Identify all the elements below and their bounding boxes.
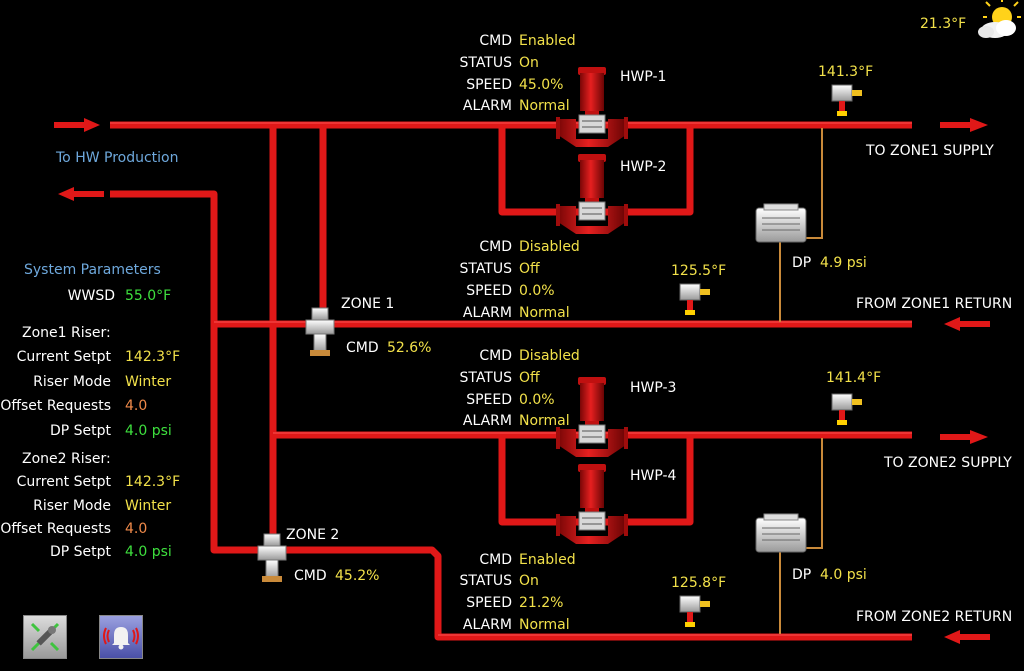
- zone2-dp-value: 4.0 psi: [820, 567, 867, 583]
- pg2-status-value: Off: [519, 261, 540, 277]
- pg2-cmd-label: CMD: [479, 239, 512, 255]
- from-zone1-return-label: FROM ZONE1 RETURN: [856, 296, 1013, 312]
- pg4-speed-label: SPEED: [466, 595, 512, 611]
- pg2-alarm-value: Normal: [519, 305, 570, 321]
- zone1-current-setpt-label: Current Setpt: [16, 349, 111, 365]
- zone2-label: ZONE 2: [286, 527, 340, 543]
- from-zone2-return-label: FROM ZONE2 RETURN: [856, 609, 1013, 625]
- pg1-alarm-label: ALARM: [462, 98, 512, 114]
- outdoor-temp: 21.3°F: [920, 16, 967, 32]
- zone2-current-setpt-value: 142.3°F: [125, 474, 181, 490]
- control-valve-zone1-icon: [305, 307, 335, 357]
- system-parameters-title: System Parameters: [24, 262, 161, 278]
- wwsd-label: WWSD: [67, 288, 115, 304]
- zone1-dp-label: DP: [792, 255, 812, 271]
- zone2-valve-cmd-value[interactable]: 45.2%: [335, 568, 380, 584]
- hwp-2-label[interactable]: HWP-2: [620, 159, 667, 175]
- zone1-valve-cmd-value[interactable]: 52.6%: [387, 340, 432, 356]
- to-hw-production-label[interactable]: To HW Production: [56, 150, 179, 166]
- pg3-cmd-value[interactable]: Disabled: [519, 348, 580, 364]
- control-valve-zone2-icon: [257, 533, 287, 583]
- partly-sunny-icon: [978, 0, 1021, 38]
- pg2-speed-label: SPEED: [466, 283, 512, 299]
- pump-hwp-4-icon: [555, 463, 629, 545]
- zone2-dp-setpt-label: DP Setpt: [49, 544, 111, 560]
- zone1-supply-temp: 141.3°F: [818, 64, 874, 80]
- zone1-dp-setpt-label: DP Setpt: [49, 423, 111, 439]
- dp-transmitter-zone2-icon: [755, 513, 807, 553]
- pg4-speed-value: 21.2%: [519, 595, 564, 611]
- pg3-cmd-label: CMD: [479, 348, 512, 364]
- zone1-valve-cmd-label: CMD: [346, 340, 379, 356]
- to-zone1-supply-label: TO ZONE1 SUPPLY: [866, 143, 994, 159]
- pg2-alarm-label: ALARM: [462, 305, 512, 321]
- zone2-return-temp: 125.8°F: [671, 575, 727, 591]
- pg4-alarm-value: Normal: [519, 617, 570, 633]
- zone1-dp-value: 4.9 psi: [820, 255, 867, 271]
- zone1-current-setpt-value: 142.3°F: [125, 349, 181, 365]
- pg2-status-label: STATUS: [459, 261, 512, 277]
- pg4-status-value: On: [519, 573, 539, 589]
- zone2-valve-cmd-label: CMD: [294, 568, 327, 584]
- pg3-speed-label: SPEED: [466, 392, 512, 408]
- pg2-speed-value: 0.0%: [519, 283, 555, 299]
- zone2-riser-title: Zone2 Riser:: [22, 451, 111, 467]
- zone2-current-setpt-label: Current Setpt: [16, 474, 111, 490]
- pg3-status-label: STATUS: [459, 370, 512, 386]
- zone2-offset-requests-label: Offset Requests: [0, 521, 111, 537]
- zone1-riser-mode-label: Riser Mode: [33, 374, 111, 390]
- pg1-alarm-value: Normal: [519, 98, 570, 114]
- pg1-status-value: On: [519, 55, 539, 71]
- pg2-cmd-value[interactable]: Disabled: [519, 239, 580, 255]
- pg4-cmd-label: CMD: [479, 552, 512, 568]
- to-zone2-supply-label: TO ZONE2 SUPPLY: [884, 455, 1012, 471]
- pg1-speed-value: 45.0%: [519, 77, 564, 93]
- tools-button[interactable]: [23, 615, 67, 659]
- hwp-4-label[interactable]: HWP-4: [630, 468, 677, 484]
- pg4-alarm-label: ALARM: [462, 617, 512, 633]
- zone1-riser-title: Zone1 Riser:: [22, 325, 111, 341]
- zone1-riser-mode-value: Winter: [125, 374, 172, 390]
- zone2-riser-mode-value: Winter: [125, 498, 172, 514]
- zone2-supply-temp: 141.4°F: [826, 370, 882, 386]
- temp-sensor-zone2-supply-icon: [831, 393, 863, 426]
- zone1-label: ZONE 1: [341, 296, 395, 312]
- pg3-status-value: Off: [519, 370, 540, 386]
- zone1-offset-requests-value: 4.0: [125, 398, 148, 414]
- pg1-speed-label: SPEED: [466, 77, 512, 93]
- zone1-dp-setpt-value[interactable]: 4.0 psi: [125, 423, 172, 439]
- hwp-3-label[interactable]: HWP-3: [630, 380, 677, 396]
- zone2-dp-setpt-value[interactable]: 4.0 psi: [125, 544, 172, 560]
- tools-icon: [30, 622, 60, 652]
- wwsd-value[interactable]: 55.0°F: [125, 288, 172, 304]
- pg4-status-label: STATUS: [459, 573, 512, 589]
- zone1-return-temp: 125.5°F: [671, 263, 727, 279]
- zone2-riser-mode-label: Riser Mode: [33, 498, 111, 514]
- zone2-offset-requests-value: 4.0: [125, 521, 148, 537]
- zone1-offset-requests-label: Offset Requests: [0, 398, 111, 414]
- pg1-status-label: STATUS: [459, 55, 512, 71]
- zone2-dp-label: DP: [792, 567, 812, 583]
- pump-hwp-2-icon: [555, 153, 629, 235]
- alarm-button[interactable]: [99, 615, 143, 659]
- pg3-alarm-label: ALARM: [462, 413, 512, 429]
- pg3-speed-value: 0.0%: [519, 392, 555, 408]
- pg1-cmd-label: CMD: [479, 33, 512, 49]
- alarm-bell-icon: [103, 627, 139, 650]
- temp-sensor-zone2-return-icon: [679, 595, 711, 628]
- pg3-alarm-value: Normal: [519, 413, 570, 429]
- temp-sensor-zone1-supply-icon: [831, 84, 863, 117]
- dp-transmitter-zone1-icon: [755, 203, 807, 243]
- pg4-cmd-value[interactable]: Enabled: [519, 552, 576, 568]
- temp-sensor-zone1-return-icon: [679, 283, 711, 316]
- hwp-1-label[interactable]: HWP-1: [620, 69, 667, 85]
- pg1-cmd-value[interactable]: Enabled: [519, 33, 576, 49]
